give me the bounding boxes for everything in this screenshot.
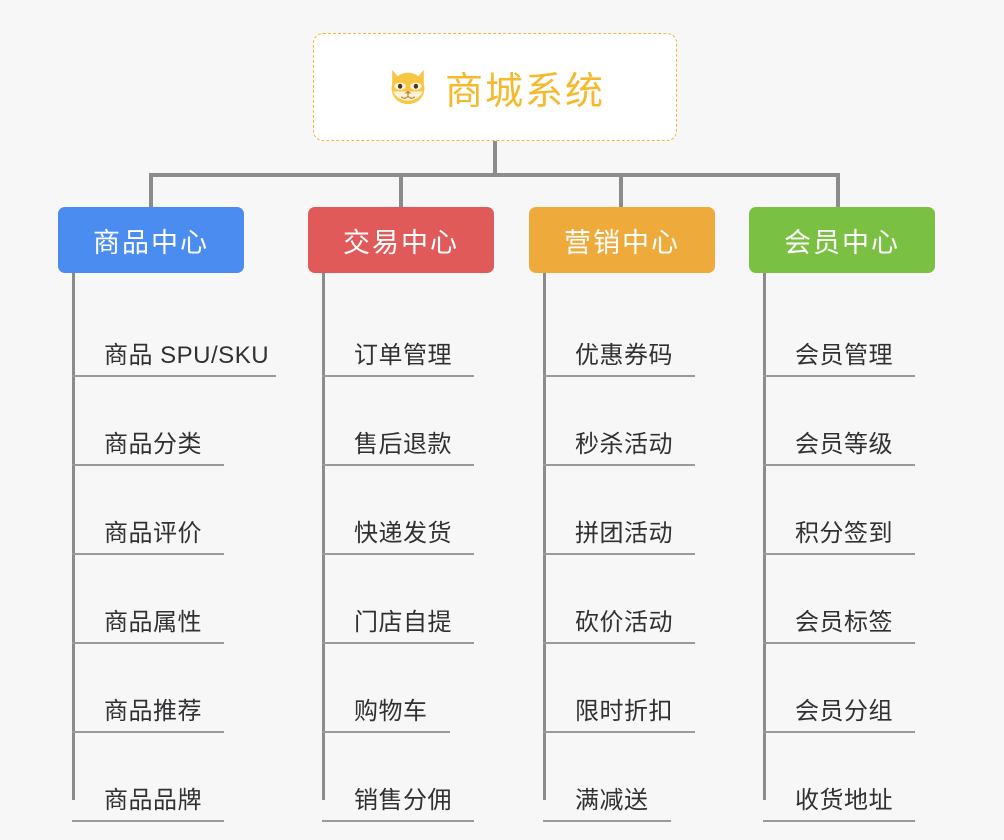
leaf-label: 秒杀活动 [575,431,673,458]
leaf-label: 购物车 [354,698,428,725]
column-stem-product-center [72,273,75,800]
leaf-item[interactable]: 砍价活动 [543,555,695,644]
leaf-item[interactable]: 会员标签 [763,555,915,644]
column-stem-trade-center [322,273,325,800]
leaf-item[interactable]: 购物车 [322,644,450,733]
leaf-label: 商品分类 [104,431,202,458]
connector-root-trunk [493,141,497,175]
category-label: 交易中心 [343,227,459,258]
leaf-label: 会员分组 [795,698,893,725]
column-stem-marketing-center [543,273,546,800]
category-box-trade-center[interactable]: 交易中心 [308,207,494,273]
leaf-label: 会员管理 [795,342,893,369]
leaf-label: 拼团活动 [575,520,673,547]
connector-drop-trade-center [399,173,403,207]
leaf-item[interactable]: 售后退款 [322,377,474,466]
leaf-item[interactable]: 商品分类 [72,377,224,466]
leaf-label: 商品 SPU/SKU [104,342,270,369]
leaf-item[interactable]: 商品 SPU/SKU [72,288,276,377]
leaf-label: 收货地址 [795,787,893,814]
leaf-label: 优惠券码 [575,342,673,369]
leaf-label: 商品属性 [104,609,202,636]
leaf-label: 积分签到 [795,520,893,547]
category-box-product-center[interactable]: 商品中心 [58,207,244,273]
leaf-item[interactable]: 满减送 [543,733,671,822]
leaf-item[interactable]: 优惠券码 [543,288,695,377]
root-node-mall-system[interactable]: 商城系统 [313,33,677,141]
leaf-item[interactable]: 限时折扣 [543,644,695,733]
leaf-item[interactable]: 商品推荐 [72,644,224,733]
leaf-item[interactable]: 会员管理 [763,288,915,377]
column-stem-member-center [763,273,766,800]
connector-horizontal-bus [149,173,839,177]
leaf-label: 售后退款 [354,431,452,458]
connector-drop-member-center [836,173,840,207]
leaf-item[interactable]: 订单管理 [322,288,474,377]
leaf-item[interactable]: 会员分组 [763,644,915,733]
leaf-label: 商品品牌 [104,787,202,814]
leaf-label: 商品推荐 [104,698,202,725]
leaf-item[interactable]: 门店自提 [322,555,474,644]
leaf-label: 砍价活动 [575,609,673,636]
leaf-item[interactable]: 商品属性 [72,555,224,644]
leaf-item[interactable]: 拼团活动 [543,466,695,555]
leaf-item[interactable]: 销售分佣 [322,733,474,822]
connector-drop-product-center [149,173,153,207]
leaf-item[interactable]: 会员等级 [763,377,915,466]
leaf-label: 限时折扣 [575,698,673,725]
leaf-label: 销售分佣 [354,787,452,814]
category-label: 会员中心 [784,227,900,258]
category-box-marketing-center[interactable]: 营销中心 [529,207,715,273]
category-box-member-center[interactable]: 会员中心 [749,207,935,273]
shiba-dog-face-icon [385,64,431,110]
root-title: 商城系统 [444,70,605,113]
leaf-label: 会员等级 [795,431,893,458]
connector-drop-marketing-center [619,173,623,207]
leaf-label: 快递发货 [354,520,452,547]
leaf-item[interactable]: 商品品牌 [72,733,224,822]
leaf-item[interactable]: 积分签到 [763,466,915,555]
leaf-item[interactable]: 商品评价 [72,466,224,555]
category-label: 营销中心 [564,227,680,258]
leaf-label: 门店自提 [354,609,452,636]
leaf-label: 会员标签 [795,609,893,636]
leaf-item[interactable]: 秒杀活动 [543,377,695,466]
leaf-label: 订单管理 [354,342,452,369]
category-label: 商品中心 [93,227,209,258]
leaf-label: 商品评价 [104,520,202,547]
leaf-item[interactable]: 收货地址 [763,733,915,822]
leaf-label: 满减送 [575,787,649,814]
leaf-item[interactable]: 快递发货 [322,466,474,555]
